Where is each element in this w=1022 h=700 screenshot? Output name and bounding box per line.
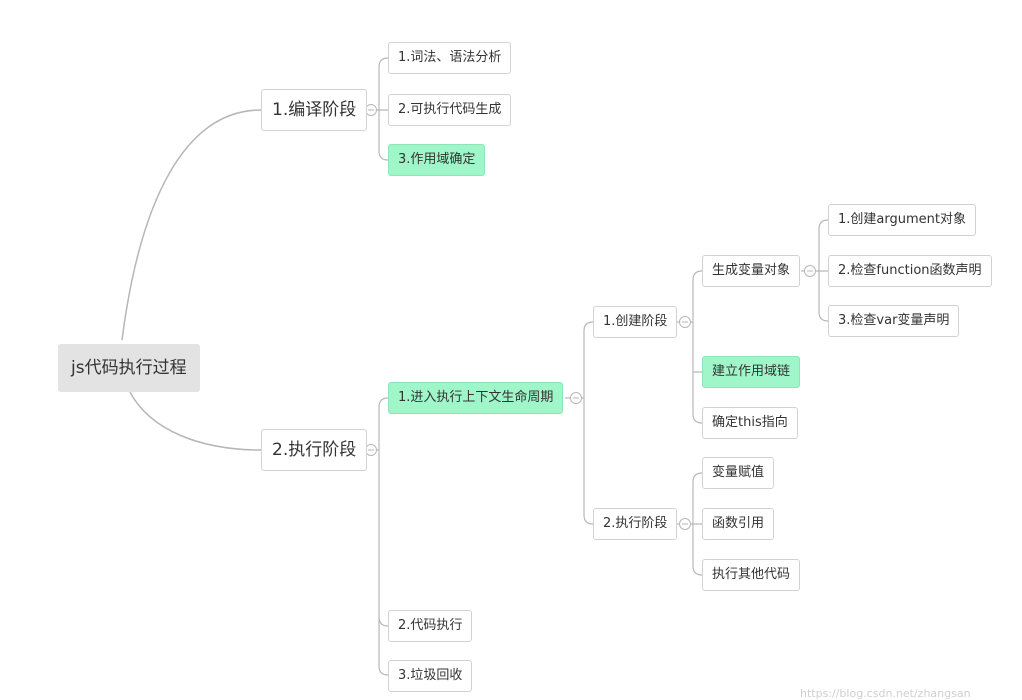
link-root-execute (129, 391, 262, 451)
node-run-other-code[interactable]: 执行其他代码 (702, 559, 801, 591)
node-executable-code-generation[interactable]: 2.可执行代码生成 (388, 94, 512, 126)
node-variable-assignment[interactable]: 变量赋值 (702, 457, 775, 489)
node-function-declarations[interactable]: 2.检查function函数声明 (828, 255, 992, 287)
node-variable-object[interactable]: 生成变量对象 (702, 255, 801, 287)
node-garbage-collection[interactable]: 3.垃圾回收 (388, 660, 473, 692)
node-lexical-syntax-analysis[interactable]: 1.词法、语法分析 (388, 42, 512, 74)
node-creation-phase[interactable]: 1.创建阶段 (593, 306, 678, 338)
root-node[interactable]: js代码执行过程 (58, 344, 200, 392)
link-root-compile (121, 109, 262, 341)
node-var-declarations[interactable]: 3.检查var变量声明 (828, 305, 960, 337)
node-scope-determination[interactable]: 3.作用域确定 (388, 144, 486, 176)
node-execution-context-lifecycle[interactable]: 1.进入执行上下文生命周期 (388, 382, 564, 414)
node-execute-stage[interactable]: 2.执行阶段 (261, 429, 368, 471)
node-create-arguments[interactable]: 1.创建argument对象 (828, 204, 976, 236)
node-this-binding[interactable]: 确定this指向 (702, 407, 798, 439)
watermark: https://blog.csdn.net/zhangsan (800, 687, 971, 700)
node-execution-phase[interactable]: 2.执行阶段 (593, 508, 678, 540)
node-code-execution[interactable]: 2.代码执行 (388, 610, 473, 642)
node-scope-chain[interactable]: 建立作用域链 (702, 356, 801, 388)
node-compile-stage[interactable]: 1.编译阶段 (261, 89, 368, 131)
node-function-reference[interactable]: 函数引用 (702, 508, 775, 540)
